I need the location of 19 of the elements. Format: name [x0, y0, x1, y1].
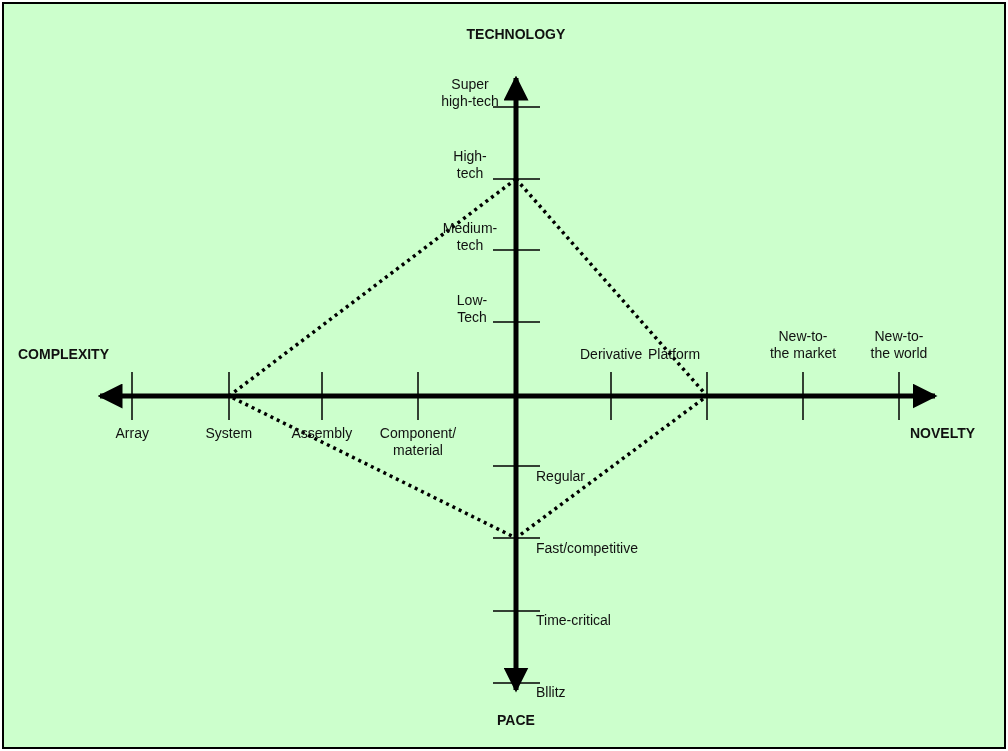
- tick-label: System: [205, 425, 253, 442]
- tick-label: Regular: [536, 468, 586, 485]
- axis-title: PACE: [497, 712, 535, 729]
- tick-label: Super high-tech: [440, 76, 500, 110]
- tick-label: Component/ material: [378, 425, 458, 459]
- tick-label: High- tech: [452, 148, 488, 182]
- tick-label: New-to- the world: [869, 328, 929, 362]
- tick-label: Fast/competitive: [536, 540, 638, 557]
- axis-title: COMPLEXITY: [18, 346, 109, 363]
- tick-label: Medium- tech: [441, 220, 499, 254]
- tick-label: Time-critical: [536, 612, 611, 629]
- tick-label: New-to- the market: [768, 328, 838, 362]
- tick-label: Array: [115, 425, 149, 442]
- axis-title: NOVELTY: [910, 425, 976, 442]
- tick-label: Low- Tech: [455, 292, 489, 326]
- tick-label: Platform: [648, 346, 701, 363]
- axis-title: TECHNOLOGY: [466, 26, 566, 43]
- tick-label: Bllitz: [536, 684, 566, 701]
- tick-label: Derivative: [580, 346, 643, 363]
